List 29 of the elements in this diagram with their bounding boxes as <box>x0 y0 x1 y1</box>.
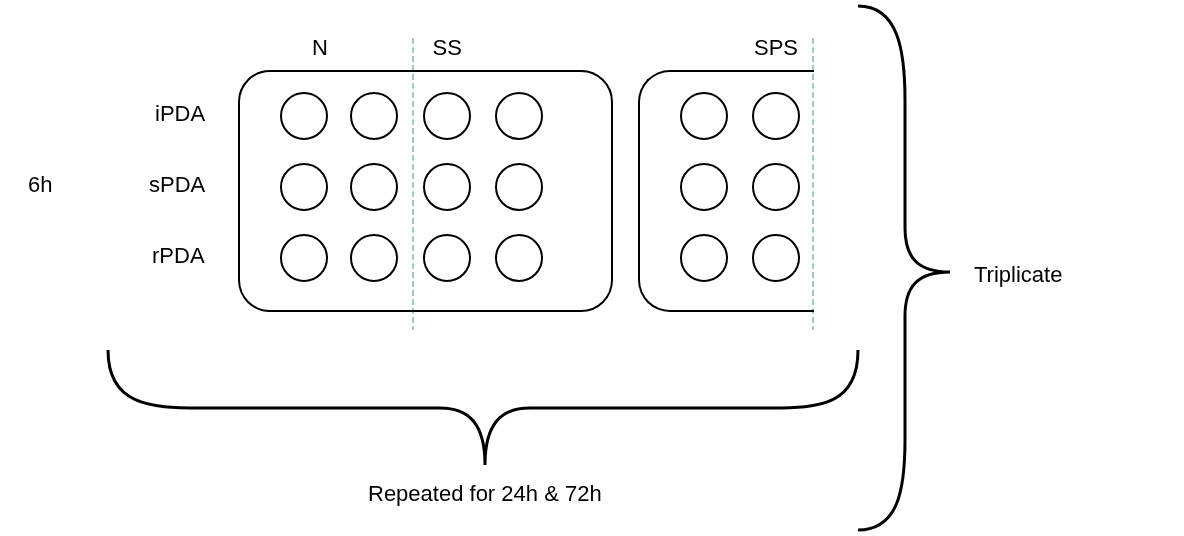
column-label: SS <box>432 35 462 61</box>
well-plate <box>238 70 613 312</box>
time-label: 6h <box>28 172 53 198</box>
well-circle <box>752 92 800 140</box>
well-circle <box>495 92 543 140</box>
well-circle <box>495 163 543 211</box>
well-circle <box>350 234 398 282</box>
brace-label: Triplicate <box>974 262 1063 288</box>
well-circle <box>680 163 728 211</box>
well-circle <box>423 234 471 282</box>
row-label: iPDA <box>155 101 206 127</box>
well-circle <box>680 234 728 282</box>
well-plate <box>638 70 814 312</box>
well-circle <box>280 234 328 282</box>
well-circle <box>423 163 471 211</box>
well-circle <box>350 163 398 211</box>
row-label: sPDA <box>149 172 206 198</box>
column-label: SPS <box>754 35 799 61</box>
well-circle <box>495 234 543 282</box>
well-circle <box>280 163 328 211</box>
well-circle <box>752 234 800 282</box>
brace-label: Repeated for 24h & 72h <box>368 481 602 507</box>
well-circle <box>423 92 471 140</box>
well-circle <box>350 92 398 140</box>
well-circle <box>280 92 328 140</box>
well-circle <box>752 163 800 211</box>
row-label: rPDA <box>152 243 205 269</box>
well-circle <box>680 92 728 140</box>
column-label: N <box>312 35 328 61</box>
